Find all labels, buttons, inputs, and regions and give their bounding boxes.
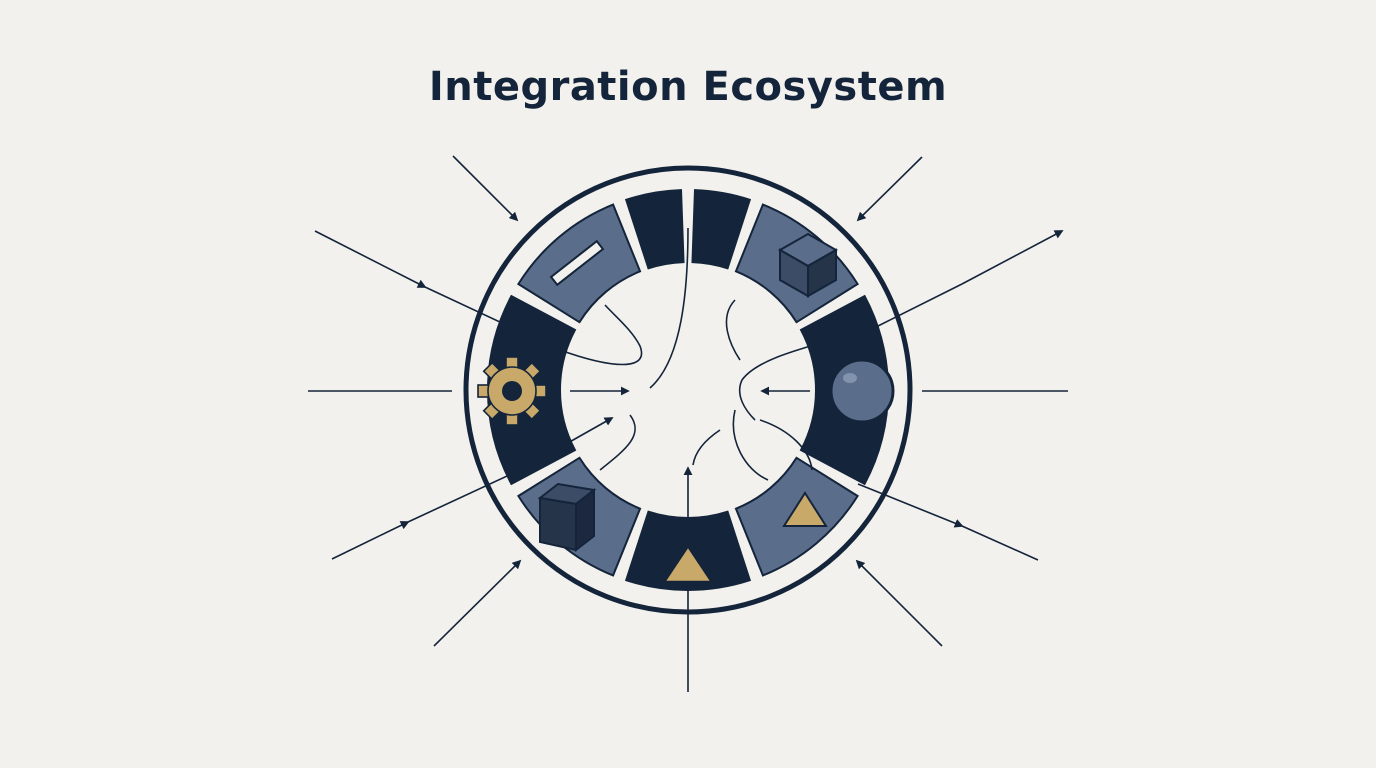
gear-icon: [477, 356, 547, 426]
connector-arrow: [855, 559, 943, 647]
connector-line: [407, 469, 521, 523]
connector-arrow: [961, 525, 1039, 561]
connector-line: [424, 286, 561, 351]
flow-curve: [725, 299, 741, 361]
flow-curve: [738, 325, 879, 421]
outer-connectors: [308, 155, 1068, 692]
flow-curve: [692, 429, 721, 466]
segment-top-center-right: [691, 189, 752, 270]
segment-top-center-left: [624, 189, 685, 270]
cube-icon: [537, 482, 597, 553]
diagram-title: Integration Ecosystem: [428, 64, 948, 110]
flow-curve: [759, 419, 813, 471]
flow-arrow: [519, 417, 614, 471]
flow-curve: [732, 409, 769, 481]
connector-arrow: [314, 230, 427, 288]
connector-arrow: [857, 483, 964, 528]
inner-flows: [519, 227, 879, 612]
connector-arrow: [452, 155, 519, 222]
cube-icon: [777, 232, 839, 298]
connector-arrow: [331, 521, 410, 560]
triangle-icon: [782, 491, 828, 527]
flow-curve: [599, 414, 636, 471]
connector-arrow: [856, 156, 923, 222]
sphere-icon: [829, 358, 895, 424]
connector-arrow: [961, 230, 1064, 285]
connector-line: [877, 283, 963, 327]
connector-arrow: [433, 559, 522, 647]
flow-curve: [559, 304, 643, 366]
flow-curve: [649, 227, 689, 389]
triangle-icon: [661, 543, 715, 584]
puzzle-connector-icon: [549, 239, 605, 287]
